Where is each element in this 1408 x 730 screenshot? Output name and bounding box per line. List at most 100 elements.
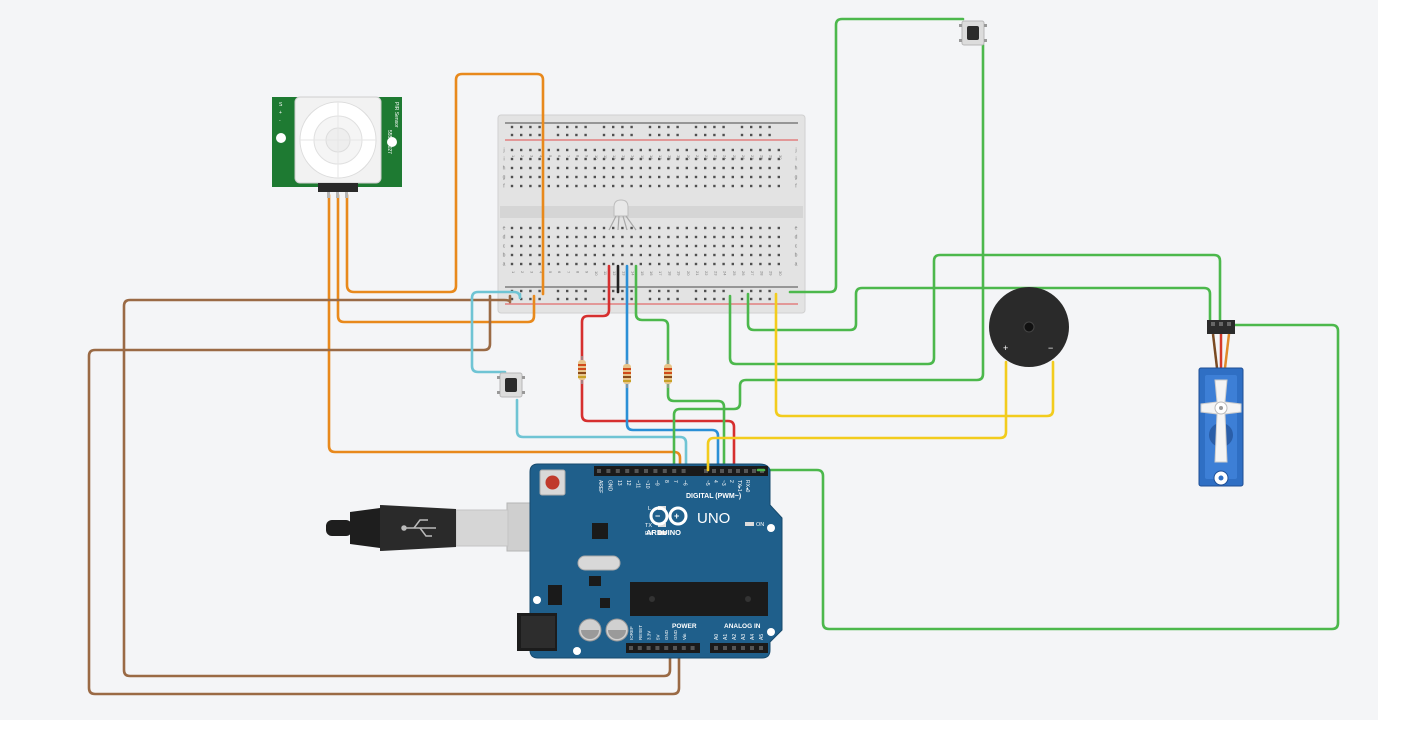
breadboard-column-label: 10 [594,155,599,160]
breadboard-row-label: b [795,253,798,259]
pir-sensor[interactable]: PIR Sensor 555-28027 S + - [272,96,402,198]
digital-pin-label: ~3 [720,480,726,486]
digital-pin-label: 7 [672,480,678,483]
breadboard-row-label: g [795,175,798,181]
wire-green-button-to-arduino[interactable] [672,43,985,472]
breadboard-column-label: 19 [677,271,682,276]
wire-orange-pir-signal[interactable] [345,72,545,296]
breadboard-column-label: 1 [511,155,516,158]
wire-blue-led[interactable] [625,264,720,472]
led-tx-label: TX [645,523,652,529]
power-pin-label: Vin [682,633,687,640]
wire-orange-pir-to-arduino[interactable] [327,193,682,472]
piezo-buzzer[interactable]: + − [989,287,1069,367]
analog-pin-label: A4 [750,634,756,640]
usb-b-plug [455,509,509,547]
wire-cyan-to-arduino[interactable] [515,398,688,472]
breadboard-column-label: 6 [557,155,562,158]
breadboard-column-label: 2 [520,155,525,158]
wire-yellow-buzzer-plus[interactable] [706,360,1008,472]
breadboard-column-label: 29 [769,271,774,276]
wire-yellow-buzzer-minus[interactable] [774,292,1055,418]
wire-brown-ground-2[interactable] [87,294,681,696]
breadboard-holes [510,125,780,301]
digital-pin-label: AREF [597,480,603,493]
breadboard-column-label: 23 [713,271,718,276]
breadboard-column-label: 16 [649,271,654,276]
breadboard-row-label: e [795,226,798,232]
power-pin-label: 5V [655,634,660,640]
rgb-led[interactable] [608,199,637,231]
reset-button[interactable] [545,475,560,490]
resistor-green-channel[interactable] [664,360,672,388]
wire-green-servo-signal[interactable] [756,323,1340,631]
led-rx [658,531,666,535]
breadboard-column-label: 13 [621,155,626,160]
resistor-red-channel[interactable] [578,356,586,384]
breadboard-column-label: 8 [575,155,580,158]
wire-green-buzzer-ground[interactable] [728,253,1222,366]
breadboard[interactable]: 1122334455667788991010111112121313141415… [497,114,806,314]
servo-horn[interactable] [1200,379,1242,463]
digital-pin-label: ~9 [653,480,659,486]
power-pin-label: 3.3V [647,631,652,640]
breadboard-column-label: 14 [631,155,636,160]
breadboard-column-label: 7 [566,271,571,274]
digital-pin-label: RX◂0 [744,480,750,492]
breadboard-column-label: 28 [759,155,764,160]
push-button-left[interactable] [497,372,525,398]
digital-pin-label: ~10 [644,480,650,489]
breadboard-column-label: 28 [759,271,764,276]
usb-cable-strain [326,520,352,536]
breadboard-row-label: g [503,175,506,181]
power-pin-label: GND [664,629,669,640]
breadboard-column-label: 25 [732,155,737,160]
analog-pin-label: A0 [714,634,720,640]
breadboard-row-label: f [795,184,797,190]
breadboard-row-label: i [503,157,504,163]
push-button-top[interactable] [959,20,987,46]
digital-pin-label: GND [606,480,612,492]
pir-pin-plus: + [279,110,282,116]
resistor-blue-channel[interactable] [623,360,631,388]
wire-green-servo-power[interactable] [746,286,1212,332]
wire-orange-pir-vcc[interactable] [336,193,536,324]
micro-servo[interactable] [1198,320,1244,487]
breadboard-row-label: c [503,244,506,250]
breadboard-row-label: i [795,157,796,163]
led-on-label: ON [756,522,764,528]
breadboard-column-label: 6 [557,271,562,274]
power-header-label: POWER [672,623,697,630]
breadboard-column-label: 29 [769,155,774,160]
wire-green-top-button[interactable] [788,17,965,294]
breadboard-center-channel [500,206,803,218]
breadboard-column-label: 3 [529,155,534,158]
arduino-brand: ARDUINO [646,528,681,537]
digital-pin-label: 2 [728,480,734,483]
breadboard-column-label: 4 [539,271,544,274]
arduino-infinity-logo [649,506,688,526]
breadboard-column-label: 4 [539,155,544,158]
usb-icon [401,519,436,537]
breadboard-column-label: 23 [713,155,718,160]
breadboard-column-label: 15 [640,271,645,276]
breadboard-column-label: 24 [723,271,728,276]
power-pin-label: IOREF [629,626,634,640]
wire-cyan-button[interactable] [470,290,522,374]
buzzer-plus-label: + [1003,343,1008,353]
wire-brown-ground-1[interactable] [122,294,672,678]
breadboard-column-label: 27 [750,271,755,276]
power-pin-label: RESET [638,625,643,640]
breadboard-row-label: h [503,166,506,172]
led-rx-label: RX [645,531,653,537]
breadboard-row-label: c [795,244,798,250]
breadboard-row-label: j [502,148,504,154]
usb-chip [592,523,608,539]
arduino-model: UNO [697,510,730,527]
